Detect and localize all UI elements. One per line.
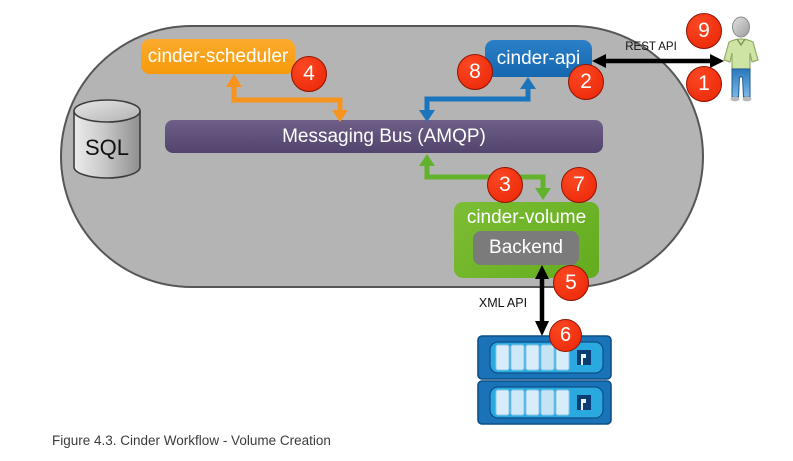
disk-shelf-top bbox=[477, 335, 612, 380]
step-badge-5: 5 bbox=[553, 265, 589, 301]
step-9-number: 9 bbox=[698, 19, 710, 42]
step-2-number: 2 bbox=[580, 70, 592, 93]
cinder-scheduler-node: cinder-scheduler bbox=[141, 39, 295, 74]
messaging-bus-node: Messaging Bus (AMQP) bbox=[165, 120, 603, 153]
sql-label: SQL bbox=[85, 135, 129, 160]
step-8-number: 8 bbox=[469, 60, 481, 83]
person-icon bbox=[721, 15, 761, 108]
step-6-number: 6 bbox=[559, 324, 572, 346]
step-3-number: 3 bbox=[499, 173, 511, 196]
step-badge-1: 1 bbox=[686, 66, 722, 102]
step-badge-3: 3 bbox=[487, 167, 523, 203]
step-5-number: 5 bbox=[565, 271, 577, 294]
rest-api-label: REST API bbox=[625, 41, 677, 53]
step-7-number: 7 bbox=[573, 173, 585, 196]
step-badge-4: 4 bbox=[291, 56, 327, 92]
step-badge-9: 9 bbox=[686, 13, 722, 49]
cinder-scheduler-label: cinder-scheduler bbox=[147, 45, 289, 67]
backend-label: Backend bbox=[489, 237, 563, 258]
step-4-number: 4 bbox=[303, 62, 315, 85]
step-badge-7: 7 bbox=[561, 167, 597, 203]
xml-api-label: XML API bbox=[478, 296, 528, 310]
figure-caption: Figure 4.3. Cinder Workflow - Volume Cre… bbox=[52, 433, 331, 448]
step-1-number: 1 bbox=[698, 72, 710, 95]
disk-shelf-bottom bbox=[477, 380, 612, 425]
step-badge-2: 2 bbox=[568, 64, 604, 100]
disk-array-icon bbox=[476, 335, 614, 431]
cinder-api-node: cinder-api bbox=[485, 40, 592, 77]
cinder-api-label: cinder-api bbox=[496, 47, 581, 69]
step-badge-6: 6 bbox=[549, 319, 582, 352]
backend-node: Backend bbox=[473, 231, 579, 265]
step-badge-8: 8 bbox=[457, 54, 493, 90]
sql-database-icon: SQL bbox=[70, 97, 144, 186]
messaging-bus-label: Messaging Bus (AMQP) bbox=[282, 125, 486, 147]
cinder-volume-label: cinder-volume bbox=[466, 207, 587, 228]
